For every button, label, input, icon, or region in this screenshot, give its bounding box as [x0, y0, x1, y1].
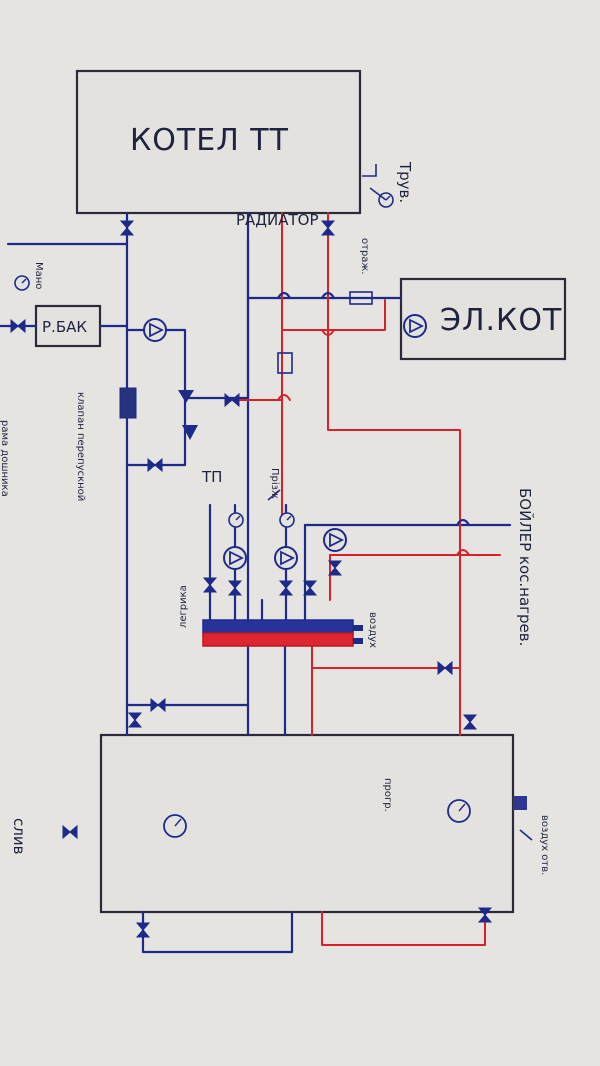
manifold [202, 619, 354, 647]
expansion-tank [34, 304, 102, 348]
electric-boiler-label: ЭЛ.КОТ [440, 303, 562, 338]
solid-fuel-boiler [75, 69, 362, 215]
gauges [14, 192, 471, 838]
sump-label: легрика [178, 585, 189, 628]
tp-label: ТП [201, 468, 222, 486]
expansion-tank-label: Р.БАК [42, 318, 87, 336]
manometer-label: Мано [33, 262, 44, 289]
drain-label: слив [10, 818, 28, 854]
otrazh-label: отраж. [359, 238, 370, 275]
fittings [119, 164, 533, 841]
buffer-tank [99, 733, 515, 914]
boiler-label: КОТЕЛ ТТ [130, 123, 289, 158]
tank-vent-label: воздух отв. [539, 815, 550, 875]
boiler-indirect-label: БОЙЛЕР кос.нагрев. [516, 488, 535, 646]
air-label: воздух [367, 612, 378, 648]
bypass-valve-label: клапан перепускной [75, 392, 86, 501]
electric-boiler [399, 277, 567, 361]
edge-caption: рама дошника [0, 420, 10, 497]
pipe-label: Трув. [396, 161, 414, 203]
warmup-label: прогр. [382, 778, 393, 812]
prizh-label: Прізж [269, 468, 281, 499]
supply-lines [231, 212, 501, 946]
radiator-label: РАДИАТОР [236, 211, 319, 229]
